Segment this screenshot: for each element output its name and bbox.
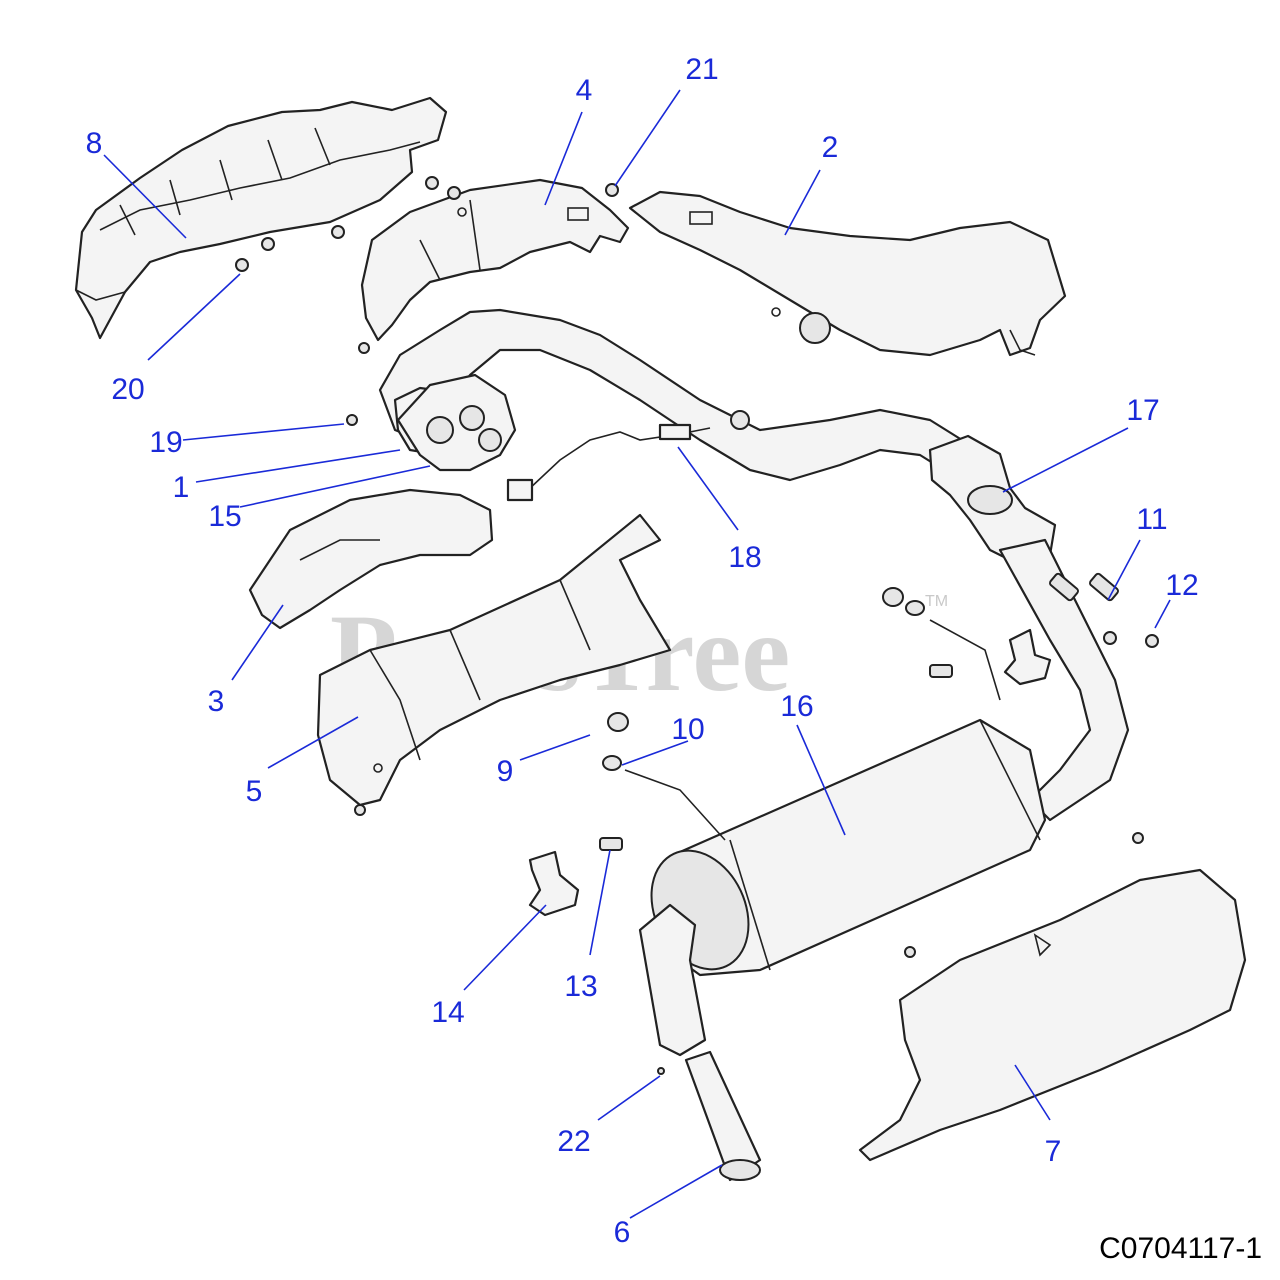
muffler bbox=[650, 718, 1047, 977]
exhaust-mid-pipe bbox=[998, 538, 1130, 822]
callout-4: 4 bbox=[576, 74, 593, 107]
callout-2: 2 bbox=[822, 131, 839, 164]
grommets-and-washers bbox=[602, 587, 1001, 841]
exhaust-heat-shield-rear bbox=[628, 190, 1067, 357]
muffler-mount-bracket bbox=[528, 628, 1052, 917]
callout-10: 10 bbox=[671, 713, 704, 746]
callout-19: 19 bbox=[149, 426, 182, 459]
callout-12: 12 bbox=[1165, 569, 1198, 602]
heat-shield-upper bbox=[74, 96, 448, 340]
manifold-gasket bbox=[396, 373, 517, 472]
oxygen-sensor bbox=[506, 423, 711, 502]
muffler-heat-shield bbox=[858, 868, 1247, 1162]
callout-15: 15 bbox=[208, 500, 241, 533]
callout-9: 9 bbox=[497, 755, 514, 788]
callout-3: 3 bbox=[208, 685, 225, 718]
callout-18: 18 bbox=[728, 541, 761, 574]
callout-17: 17 bbox=[1126, 394, 1159, 427]
callout-7: 7 bbox=[1045, 1135, 1062, 1168]
callout-21: 21 bbox=[685, 53, 718, 86]
leader-lines bbox=[103, 89, 1171, 1219]
manifold-heat-shield bbox=[248, 488, 494, 630]
callout-5: 5 bbox=[246, 775, 263, 808]
callout-20: 20 bbox=[111, 373, 144, 406]
callout-8: 8 bbox=[86, 127, 103, 160]
callout-1: 1 bbox=[173, 471, 190, 504]
callouts: 1 2 3 4 5 6 7 8 9 10 11 12 13 14 15 16 1… bbox=[86, 53, 1199, 1249]
callout-16: 16 bbox=[780, 690, 813, 723]
watermark-trademark: TM bbox=[925, 593, 948, 610]
callout-22: 22 bbox=[557, 1125, 590, 1158]
muffler-outlet-pipe bbox=[638, 903, 762, 1182]
drawing-code: C0704117-1 bbox=[1099, 1232, 1262, 1265]
callout-11: 11 bbox=[1136, 503, 1167, 536]
fasteners bbox=[235, 176, 1159, 1075]
callout-6: 6 bbox=[614, 1216, 631, 1249]
callout-13: 13 bbox=[564, 970, 597, 1003]
callout-14: 14 bbox=[431, 996, 464, 1029]
exhaust-heat-shield-front bbox=[360, 178, 630, 342]
